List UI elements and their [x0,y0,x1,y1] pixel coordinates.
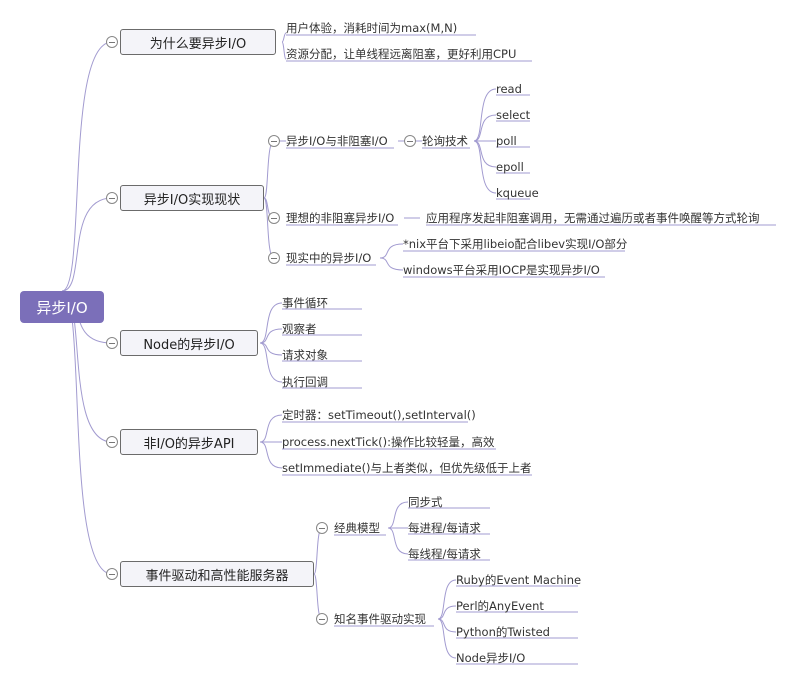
collapse-toggle-why[interactable] [106,36,118,48]
topic-async-io-status[interactable]: 异步I/O实现现状 [120,185,264,211]
connector-curve [437,579,457,620]
leaf-observer[interactable]: 观察者 [282,322,317,336]
leaf-request-object[interactable]: 请求对象 [282,348,328,362]
connector-curve [473,88,497,142]
leaf-poll[interactable]: poll [496,134,517,148]
connector-curve [281,41,287,60]
collapse-toggle-event-driven[interactable] [106,568,118,580]
connector-curve [263,140,275,199]
sub-ideal-nonblocking[interactable]: 理想的非阻塞异步I/O [286,211,395,225]
collapse-toggle-ideal[interactable] [268,212,280,224]
leaf-windows-iocp[interactable]: windows平台采用IOCP是实现异步I/O [403,263,600,277]
connector-curve [259,441,283,469]
leaf-nix-libeio[interactable]: *nix平台下采用libeio配合libev实现I/O部分 [403,237,628,251]
leaf-nexttick[interactable]: process.nextTick():操作比较轻量，高效 [282,435,495,449]
leaf-resource-allocation[interactable]: 资源分配，让单线程远离阻塞，更好利用CPU [286,47,517,61]
leaf-per-thread[interactable]: 每线程/每请求 [408,547,481,561]
connector-curve [379,243,404,259]
sub-classic-model[interactable]: 经典模型 [334,521,380,535]
leaf-read[interactable]: read [496,82,522,96]
connector-curve [313,527,323,575]
sub-polling-tech[interactable]: 轮询技术 [422,134,468,148]
leaf-synchronous[interactable]: 同步式 [408,495,443,509]
leaf-execute-callback[interactable]: 执行回调 [282,375,328,389]
connector-curve [437,605,457,620]
connector-curve [61,41,113,292]
topic-event-driven-server[interactable]: 事件驱动和高性能服务器 [120,561,314,587]
connector-curve [473,140,497,168]
leaf-epoll[interactable]: epoll [496,160,524,174]
connector-curve [61,290,113,575]
sub-known-implementations[interactable]: 知名事件驱动实现 [334,612,426,626]
connector-curve [473,114,497,142]
leaf-ruby-event-machine[interactable]: Ruby的Event Machine [456,573,582,587]
collapse-toggle-async-vs-nonblocking[interactable] [268,135,280,147]
collapse-toggle-non-io[interactable] [106,436,118,448]
topic-node-async-io[interactable]: Node的异步I/O [120,330,258,356]
collapse-toggle-classic[interactable] [316,522,328,534]
connector-curve [473,140,497,194]
leaf-node-async-io[interactable]: Node异步I/O [456,651,526,665]
leaf-timers[interactable]: 定时器：setTimeout(),setInterval() [282,408,476,422]
leaf-user-experience[interactable]: 用户体验，消耗时间为max(M,N) [286,21,458,35]
collapse-toggle-polling[interactable] [404,135,416,147]
topic-non-io-async-api[interactable]: 非I/O的异步API [120,429,258,455]
connector-curve [379,257,404,271]
leaf-ideal-desc[interactable]: 应用程序发起非阻塞调用，无需通过遍历或者事件唤醒等方式轮询 [426,211,760,225]
collapse-toggle-real[interactable] [268,252,280,264]
connector-curve [61,197,113,292]
connector-curve [387,527,409,555]
sub-real-async-io[interactable]: 现实中的异步I/O [286,251,372,265]
collapse-toggle-status[interactable] [106,192,118,204]
leaf-kqueue[interactable]: kqueue [496,186,539,200]
connector-curve [263,197,275,259]
connector-curve [437,618,457,659]
collapse-toggle-known[interactable] [316,613,328,625]
connector-curve [387,501,409,529]
connector-curve [259,414,283,443]
leaf-perl-anyevent[interactable]: Perl的AnyEvent [456,599,544,613]
topic-why-async-io[interactable]: 为什么要异步I/O [120,29,276,55]
connector-curve [259,328,283,344]
leaf-python-twisted[interactable]: Python的Twisted [456,625,550,639]
leaf-setimmediate[interactable]: setImmediate()与上者类似，但优先级低于上者 [282,461,532,475]
leaf-event-loop[interactable]: 事件循环 [282,296,328,310]
leaf-select[interactable]: select [496,108,531,122]
leaf-per-process[interactable]: 每进程/每请求 [408,521,481,535]
connector-curve [259,342,283,383]
collapse-toggle-node[interactable] [106,337,118,349]
root-node[interactable]: 异步I/O [20,291,104,323]
sub-async-vs-nonblocking[interactable]: 异步I/O与非阻塞I/O [286,134,388,148]
connector-curve [259,302,283,344]
